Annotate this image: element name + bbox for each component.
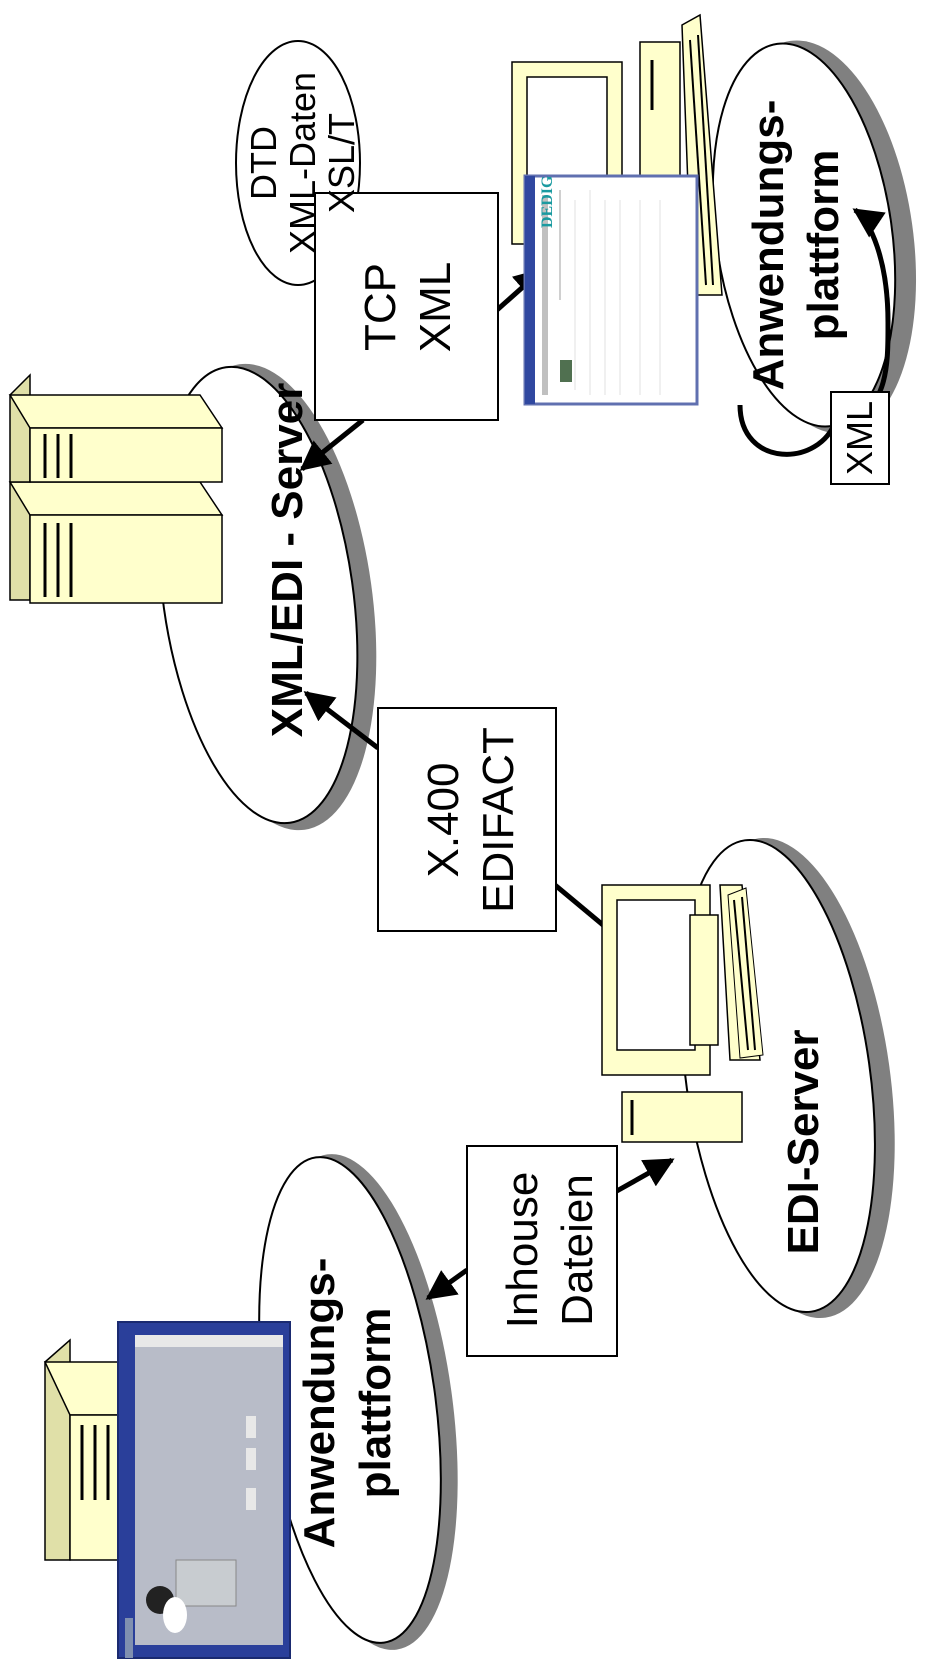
tcp-label-line1: TCP (356, 263, 405, 351)
arrow-inhouse-to-app (428, 1270, 467, 1298)
application-screenshot-right: DEDIG (525, 175, 697, 404)
inhouse-label-line1: Inhouse (498, 1172, 547, 1329)
desktop-computer-icon (602, 885, 763, 1142)
app-platform-left-line2: plattform (351, 1308, 400, 1499)
x400-label-line2: EDIFACT (474, 727, 523, 913)
xml-loop-label: XML (839, 401, 880, 475)
xml-edi-server-label: XML/EDI - Server (263, 383, 312, 738)
edi-server-label: EDI-Server (779, 1029, 828, 1254)
annotation-line3: XSL/T (321, 113, 362, 213)
annotation-line1: DTD (243, 126, 284, 200)
tcp-label-line2: XML (411, 262, 460, 352)
screen-brand-text: DEDIG (539, 175, 556, 228)
application-screenshot-left (118, 1322, 290, 1658)
tcp-label-box (315, 193, 498, 420)
app-platform-left-line1: Anwendungs- (295, 1258, 344, 1549)
server-tower-icon (10, 375, 222, 603)
x400-label-line1: X.400 (419, 763, 468, 878)
inhouse-label-line2: Dateien (553, 1174, 602, 1326)
app-platform-right-line2: plattform (799, 150, 848, 341)
annotation-line2: XML-Daten (282, 72, 323, 254)
app-platform-right-line1: Anwendungs- (744, 100, 793, 391)
arrow-inhouse-to-edi (615, 1160, 672, 1192)
